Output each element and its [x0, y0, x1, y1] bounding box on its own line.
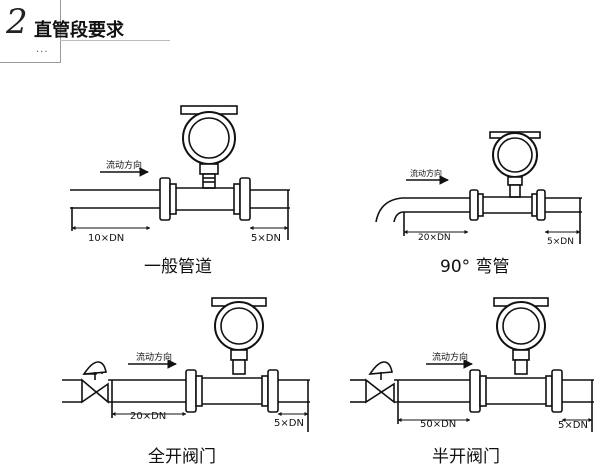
downstream-length-label: 5×DN — [547, 237, 574, 247]
diagram-full-open-valve — [62, 297, 310, 432]
diagram-caption: 半开阀门 — [432, 447, 500, 467]
upstream-length-label: 20×DN — [130, 411, 166, 422]
diagram-caption: 一般管道 — [144, 257, 212, 277]
diagram-general-pipe — [70, 105, 290, 240]
diagram-caption: 全开阀门 — [148, 447, 216, 467]
flowmeter-transmitter-icon — [493, 297, 549, 375]
flow-direction-label: 流动方向 — [410, 168, 442, 178]
flowmeter-transmitter-icon — [180, 105, 238, 189]
flowmeter-transmitter-icon — [489, 131, 541, 198]
section-header: 2 直管段要求 ... — [0, 0, 600, 64]
diagram-caption: 90° 弯管 — [440, 257, 510, 277]
diagram-elbow — [375, 131, 582, 244]
section-number: 2 — [6, 2, 28, 42]
downstream-length-label: 5×DN — [558, 420, 588, 431]
upstream-length-label: 50×DN — [420, 419, 456, 430]
flowmeter-transmitter-icon — [211, 297, 267, 375]
section-badge-frame — [0, 0, 61, 63]
downstream-length-label: 5×DN — [251, 233, 281, 244]
section-dots: ... — [36, 44, 49, 55]
flow-direction-label: 流动方向 — [106, 159, 142, 171]
valve-icon — [81, 361, 109, 404]
section-title: 直管段要求 — [34, 20, 124, 41]
flow-direction-label: 流动方向 — [432, 351, 468, 363]
header-divider — [60, 40, 170, 41]
downstream-length-label: 5×DN — [274, 418, 304, 429]
diagram-half-open-valve — [350, 297, 594, 432]
valve-icon — [365, 361, 395, 404]
upstream-length-label: 20×DN — [418, 233, 451, 243]
flow-direction-label: 流动方向 — [136, 351, 172, 363]
upstream-length-label: 10×DN — [88, 233, 124, 244]
